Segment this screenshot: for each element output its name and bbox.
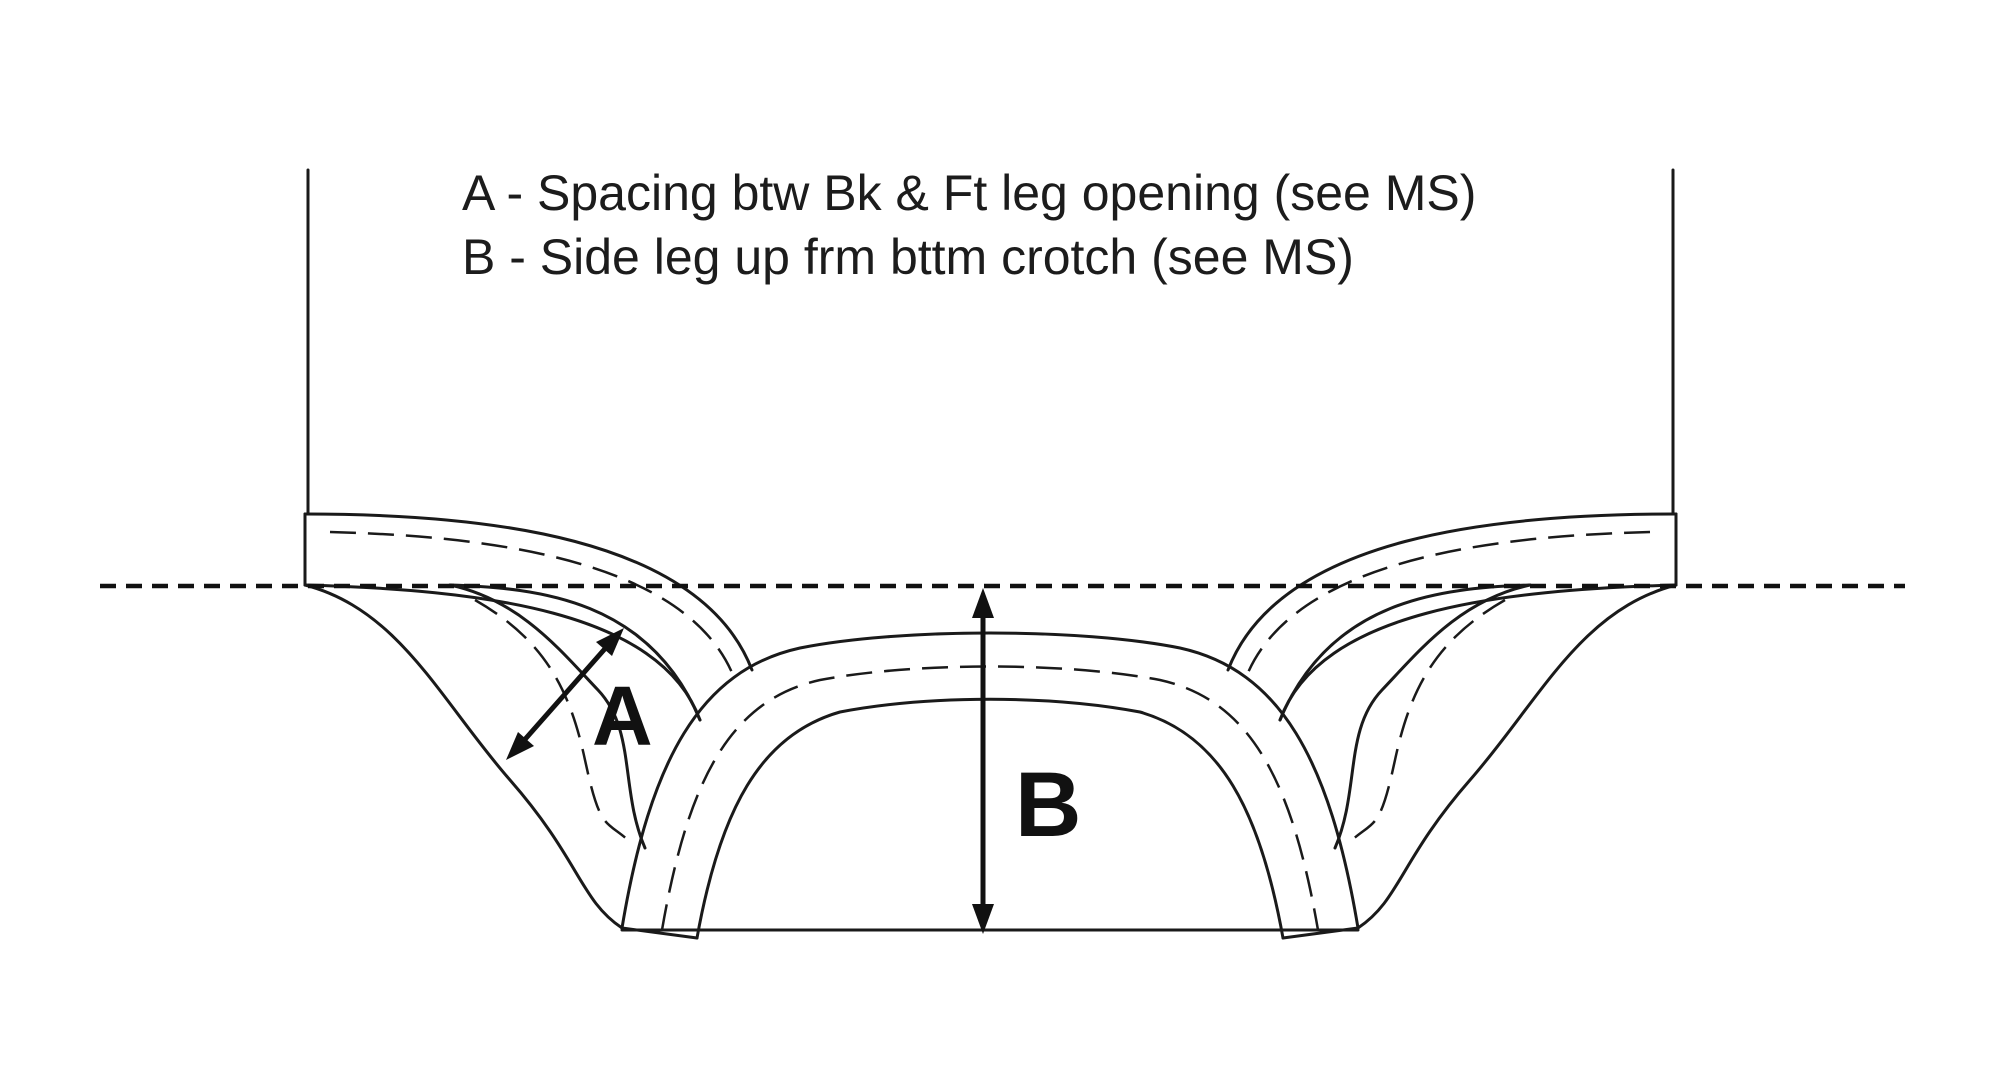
left-band-outer-edge xyxy=(303,512,754,672)
dimension-a-label: A xyxy=(592,669,653,763)
right-leg-opening xyxy=(1226,512,1678,930)
right-band-inner-link xyxy=(1278,583,1532,722)
left-leg-opening xyxy=(303,512,754,930)
legend-line-b: B - Side leg up frm bttm crotch (see MS) xyxy=(462,229,1354,285)
dimension-a-arrow xyxy=(506,628,624,760)
crotch-arch-inner-edge xyxy=(695,697,1285,940)
dimension-a-shaft xyxy=(518,641,612,747)
right-leg-inner-curve xyxy=(1333,583,1532,850)
right-crotch-foot xyxy=(1281,926,1360,940)
dimension-b-head-bottom xyxy=(972,904,994,934)
dimension-b-label: B xyxy=(1015,754,1081,856)
right-band-inner-edge xyxy=(1278,583,1678,722)
dimension-a-head-lower xyxy=(506,732,534,760)
right-band-outer-edge xyxy=(1226,512,1678,672)
crotch-arch-outer-edge xyxy=(620,631,1360,930)
right-leg-stitching xyxy=(1351,598,1506,841)
crotch-arch-stitching xyxy=(660,665,1320,931)
right-band-stitching xyxy=(1243,530,1651,681)
crotch-arch xyxy=(620,631,1360,940)
left-band-stitching xyxy=(329,530,737,681)
left-band-inner-edge xyxy=(303,583,702,722)
dimension-a-head-upper xyxy=(596,628,624,656)
left-leg-stitching xyxy=(474,598,629,841)
dimension-b-arrow xyxy=(972,588,994,934)
left-leg-inner-curve xyxy=(448,583,647,850)
left-leg-outer-curve xyxy=(303,583,624,930)
dimension-b-head-top xyxy=(972,588,994,618)
right-leg-outer-curve xyxy=(1356,583,1678,930)
left-crotch-foot xyxy=(620,926,699,940)
legend-line-a: A - Spacing btw Bk & Ft leg opening (see… xyxy=(462,165,1476,221)
side-seams xyxy=(306,168,1675,516)
left-band-inner-link xyxy=(448,583,702,722)
